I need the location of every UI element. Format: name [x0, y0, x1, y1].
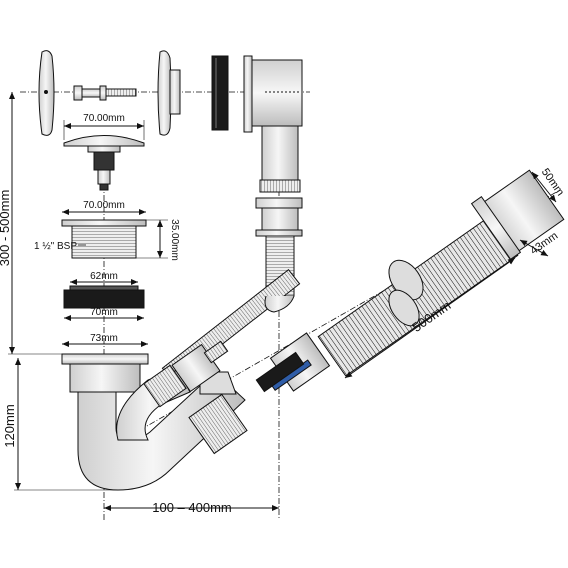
- overflow-face-plate: [157, 50, 181, 136]
- flange-label: 73mm: [90, 333, 118, 344]
- trap-flange: [61, 353, 149, 393]
- overflow-bolt: [73, 85, 137, 101]
- gasket-outer-label: 70mm: [90, 307, 118, 318]
- dimension-lines: [8, 92, 557, 511]
- overflow-cover-plate: [38, 50, 55, 136]
- gasket-inner-label: 62mm: [90, 271, 118, 282]
- waste-body: [61, 219, 147, 259]
- body-width-label: 70.00mm: [83, 200, 125, 211]
- overflow-housing: [243, 55, 303, 193]
- offset-label: 100 – 400mm: [152, 500, 232, 515]
- body-gasket: [63, 285, 145, 309]
- overflow-nut: [255, 197, 303, 237]
- trap-nut-left: [143, 364, 187, 408]
- outlet-seal: [255, 351, 305, 393]
- plug-cap: [63, 135, 145, 191]
- body-height-label: 35.00mm: [169, 219, 180, 261]
- trap-nut-middle: [171, 340, 229, 393]
- thread-label: 1 ½" BSP: [34, 241, 77, 252]
- outlet-flexi-hose: [317, 215, 519, 377]
- trap-nut-outlet: [188, 393, 248, 455]
- cap-width-label: 70.00mm: [83, 113, 125, 124]
- trap-height-label: 120mm: [2, 404, 17, 447]
- overflow-height-label: 300 - 500mm: [0, 190, 12, 267]
- overflow-gasket: [211, 55, 229, 131]
